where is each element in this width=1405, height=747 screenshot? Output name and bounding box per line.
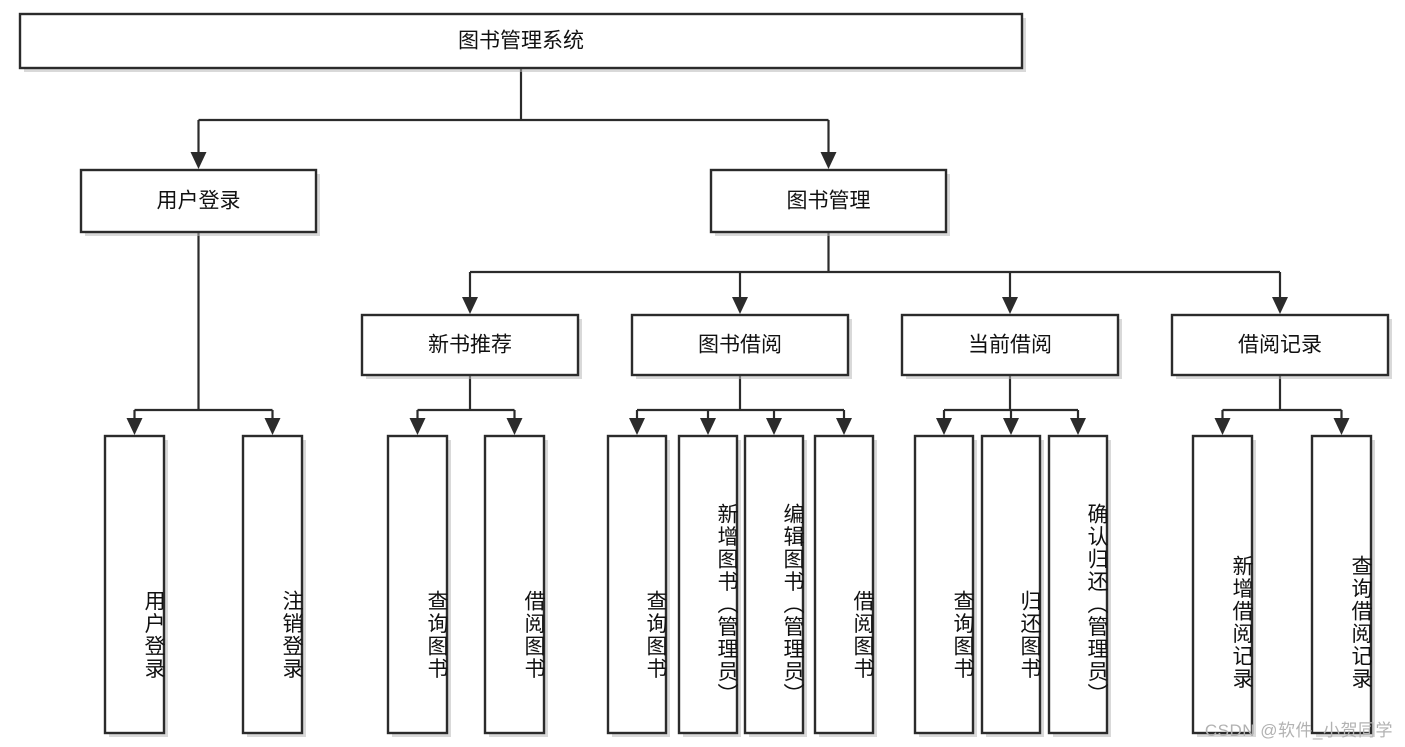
label-user-login: 用户登录 xyxy=(157,190,241,213)
arrow-head-icon xyxy=(462,297,478,314)
nodes-layer xyxy=(18,12,1392,737)
node-book-borrow[interactable] xyxy=(630,313,850,377)
node-leaf-logout[interactable] xyxy=(241,434,304,735)
root-label: 图书管理系统 xyxy=(458,30,584,53)
node-borrow-record[interactable] xyxy=(1170,313,1390,377)
arrow-head-icon xyxy=(700,418,716,435)
label-current-borrow: 当前借阅 xyxy=(968,334,1052,357)
arrow-head-icon xyxy=(1333,418,1350,435)
node-leaf-query-book-3[interactable] xyxy=(913,434,975,735)
node-leaf-user-login[interactable] xyxy=(103,434,166,735)
arrow-head-icon xyxy=(820,152,837,169)
node-leaf-borrow-book-1[interactable] xyxy=(483,434,546,735)
label-book-borrow: 图书借阅 xyxy=(698,334,782,357)
node-leaf-query-book-1[interactable] xyxy=(386,434,449,735)
node-new-book-rec[interactable] xyxy=(360,313,580,377)
edges-layer xyxy=(126,68,1350,435)
node-leaf-confirm-return[interactable] xyxy=(1047,434,1109,735)
arrow-head-icon xyxy=(836,418,852,435)
arrow-head-icon xyxy=(936,418,952,435)
arrow-head-icon xyxy=(1003,418,1019,435)
node-leaf-query-book-2[interactable] xyxy=(606,434,668,735)
csdn-watermark: CSDN @软件_小贺同学 xyxy=(1204,721,1393,740)
arrow-head-icon xyxy=(190,152,207,169)
label-book-manage: 图书管理 xyxy=(787,190,871,213)
arrow-head-icon xyxy=(264,418,281,435)
label-borrow-record: 借阅记录 xyxy=(1238,334,1322,357)
node-leaf-add-record[interactable] xyxy=(1191,434,1254,735)
node-leaf-add-book[interactable] xyxy=(677,434,739,735)
arrow-head-icon xyxy=(766,418,782,435)
arrow-head-icon xyxy=(1070,418,1086,435)
label-new-book-rec: 新书推荐 xyxy=(428,334,512,357)
arrow-head-icon xyxy=(1272,297,1288,314)
node-book-manage[interactable] xyxy=(709,168,948,234)
node-leaf-query-record[interactable] xyxy=(1310,434,1373,735)
node-leaf-edit-book[interactable] xyxy=(743,434,805,735)
node-leaf-borrow-book-2[interactable] xyxy=(813,434,875,735)
arrow-head-icon xyxy=(1214,418,1231,435)
arrow-head-icon xyxy=(409,418,426,435)
arrow-head-icon xyxy=(506,418,523,435)
arrow-head-icon xyxy=(732,297,748,314)
node-user-login[interactable] xyxy=(79,168,318,234)
arrow-head-icon xyxy=(126,418,143,435)
arrow-head-icon xyxy=(629,418,645,435)
node-current-borrow[interactable] xyxy=(900,313,1120,377)
node-root-图书管理系统[interactable] xyxy=(18,12,1024,70)
arrow-head-icon xyxy=(1002,297,1018,314)
node-leaf-return-book[interactable] xyxy=(980,434,1042,735)
